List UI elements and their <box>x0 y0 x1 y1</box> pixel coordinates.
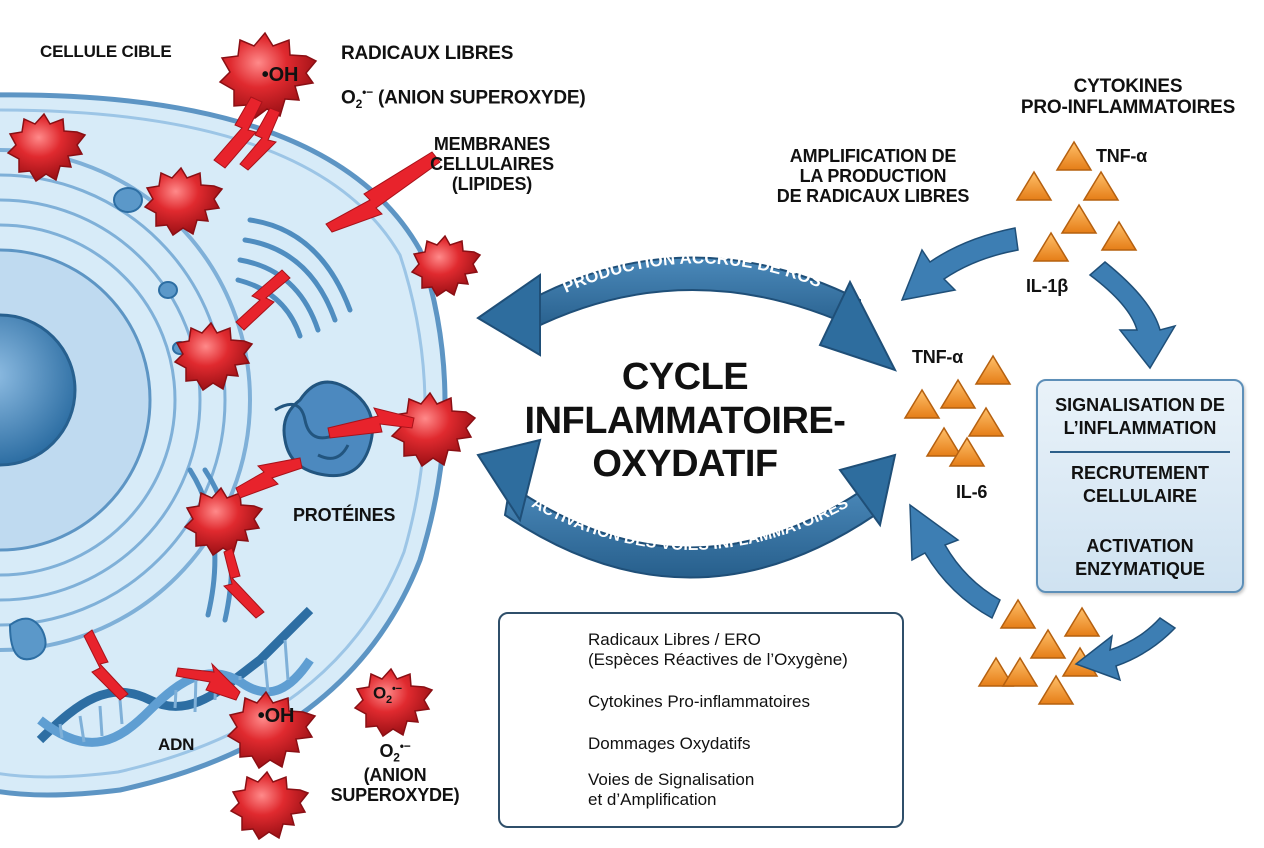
radical-7 <box>229 770 310 841</box>
signaling-divider <box>1050 451 1230 453</box>
signaling-line6: ENZYMATIQUE <box>1075 559 1205 579</box>
cycle-title-line3: OXYDATIF <box>592 443 778 486</box>
signaling-line1: SIGNALISATION DE <box>1055 395 1225 415</box>
signaling-line2: L’INFLAMMATION <box>1063 418 1217 438</box>
legend-pathways-line2: et d’Amplification <box>588 789 717 809</box>
radical-oh-bottom <box>226 690 317 770</box>
legend-pathways-line1: Voies de Signalisation <box>588 770 755 789</box>
cytokines-header-line2: PRO-INFLAMMATOIRES <box>1020 97 1236 119</box>
o2-radical-sup: •− <box>391 683 402 695</box>
amplification-line1: AMPLIFICATION DE <box>789 146 957 166</box>
superoxide-bottom-line2: SUPEROXYDE) <box>330 785 460 806</box>
radical-oh-top <box>218 31 318 120</box>
oh-radical-label-top: •OH <box>261 64 299 86</box>
superoxide-name: (ANION SUPEROXYDE) <box>377 87 586 109</box>
il1-label: IL-1β <box>1026 276 1068 296</box>
vesicles <box>8 187 188 661</box>
cycle-title: CYCLE INFLAMMATOIRE- OXYDATIF <box>520 356 850 487</box>
superoxide-bottom-o: O <box>379 741 394 761</box>
dna-helix <box>36 606 314 747</box>
o2-radical-o: O <box>373 683 387 703</box>
oxidative-damage-arrows <box>83 96 441 701</box>
cycle-bottom-band <box>476 438 897 579</box>
legend-radicals-line2: (Espèces Réactives de l’Oxygène) <box>588 649 848 669</box>
superoxide-sub: 2 <box>355 97 363 112</box>
superoxide-o: O <box>341 87 356 109</box>
cytokines-header-line1: CYTOKINES <box>1073 76 1183 97</box>
amplification-label: AMPLIFICATION DE LA PRODUCTION DE RADICA… <box>766 146 980 206</box>
radical-2 <box>143 166 224 237</box>
amplification-line2: LA PRODUCTION <box>799 166 947 187</box>
target-cell <box>0 92 448 798</box>
legend-cytokines-text: Cytokines Pro-inflammatoires <box>588 692 811 711</box>
dna-label: ADN <box>158 735 195 754</box>
membranes-line1: MEMBRANES <box>433 134 551 154</box>
legend-radicals-line1: Radicaux Libres / ERO <box>588 630 761 649</box>
signaling-box: SIGNALISATION DE L’INFLAMMATION RECRUTEM… <box>1036 379 1244 593</box>
o2-radical-label: O2•− <box>373 683 402 706</box>
proteins-label: PROTÉINES <box>293 505 396 525</box>
legend-pathways-text: Voies de Signalisation et d’Amplificatio… <box>588 770 754 809</box>
superoxide-label-bottom: O2•− (ANION SUPEROXYDE) <box>320 739 470 806</box>
superoxide-sup: •− <box>362 85 373 99</box>
tnf-label-mid: TNF-α <box>912 347 964 367</box>
oh-radical-label-bottom: •OH <box>257 705 295 727</box>
membranes-line3: (LIPIDES) <box>451 174 533 195</box>
radical-3 <box>410 234 482 298</box>
membranes-label: MEMBRANES CELLULAIRES (LIPIDES) <box>412 134 572 194</box>
signaling-arrows <box>900 227 1177 682</box>
legend-damage-text: Dommages Oxydatifs <box>588 734 751 753</box>
signaling-line3: RECRUTEMENT <box>1071 463 1209 483</box>
signaling-line5: ACTIVATION <box>1086 536 1194 556</box>
radical-o2-bottom <box>353 667 434 738</box>
cell-nucleus <box>0 148 252 652</box>
superoxide-bottom-formula: O2•− <box>320 739 470 765</box>
membranes-line2: CELLULAIRES <box>430 154 554 175</box>
radical-4 <box>173 321 254 392</box>
target-cell-label: CELLULE CIBLE <box>40 42 172 61</box>
superoxide-bottom-sup: •− <box>399 739 411 753</box>
superoxide-label-top: O2•− (ANION SUPEROXYDE) <box>341 85 586 112</box>
radical-1 <box>6 112 87 183</box>
radical-6 <box>183 486 264 557</box>
cycle-title-line2: INFLAMMATOIRE- <box>524 399 846 442</box>
free-radicals <box>6 31 482 841</box>
legend-box: Radicaux Libres / ERO (Espèces Réactives… <box>498 612 904 828</box>
il6-label: IL-6 <box>956 482 988 502</box>
tnf-label-top: TNF-α <box>1096 146 1148 166</box>
o2-radical-sub: 2 <box>386 694 392 707</box>
amplification-line3: DE RADICAUX LIBRES <box>776 186 970 207</box>
superoxide-bottom-line1: (ANION <box>363 765 427 786</box>
radical-5 <box>390 391 477 468</box>
cytokines-header: CYTOKINES PRO-INFLAMMATOIRES <box>1018 76 1238 119</box>
cytokines <box>903 140 1138 705</box>
cycle-top-band <box>476 256 898 372</box>
signaling-line4: CELLULAIRE <box>1083 486 1197 506</box>
cycle-title-line1: CYCLE <box>621 356 749 398</box>
legend-radicals-text: Radicaux Libres / ERO (Espèces Réactives… <box>588 630 848 669</box>
free-radicals-label: RADICAUX LIBRES <box>341 43 514 64</box>
superoxide-bottom-sub: 2 <box>393 750 400 765</box>
